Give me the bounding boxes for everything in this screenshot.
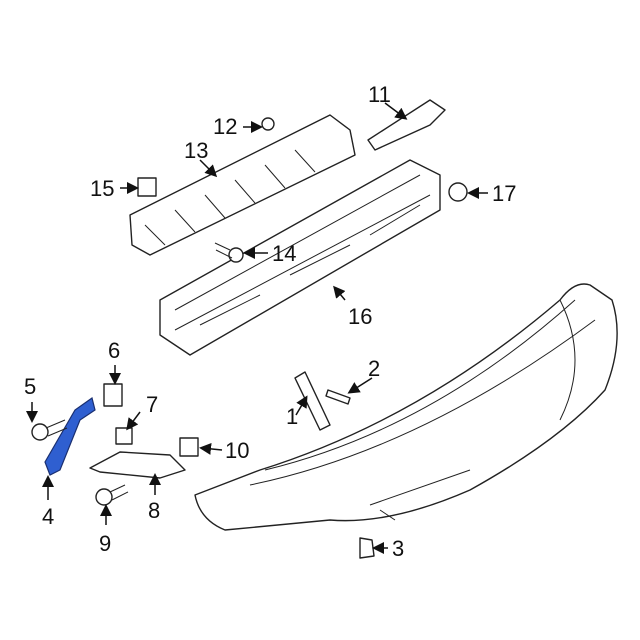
bolt-5 [31,423,49,441]
energy-absorber [129,114,356,256]
callout-16: 16 [348,304,373,329]
clip-15 [137,177,157,197]
callout-7: 7 [146,392,159,417]
bracket-1 [294,371,331,431]
nut-7 [115,427,133,445]
nut-clip-10 [179,437,199,457]
callout-5: 5 [24,374,37,399]
callout-2: 2 [368,356,381,381]
nut-17 [448,182,468,202]
screw-12 [261,117,275,131]
callout-6: 6 [108,338,121,363]
bolt-14 [228,247,244,263]
push-pin-2 [325,389,351,405]
callout-14-15: 15 [90,176,115,201]
callout-17: 17 [492,181,517,206]
support-bracket [89,451,186,479]
bolt-9 [95,488,113,506]
clip-3 [359,537,375,559]
bracket-11 [367,99,446,151]
callout-1: 1 [286,404,299,429]
callout-12: 12 [213,114,238,139]
leader-arrows [26,102,488,554]
callout-4: 4 [42,504,55,529]
callout-9: 9 [99,531,112,556]
callout-10: 10 [225,438,250,463]
bumper-cover [194,283,618,531]
side-bracket-highlighted [44,397,96,476]
reinforcement-bar [159,159,441,356]
callout-3: 3 [392,536,405,561]
callout-8: 8 [148,498,161,523]
callout-11: 11 [368,82,391,107]
callout-13: 13 [184,138,209,163]
nut-clip-6 [103,383,123,407]
callout-14: 14 [272,241,297,266]
